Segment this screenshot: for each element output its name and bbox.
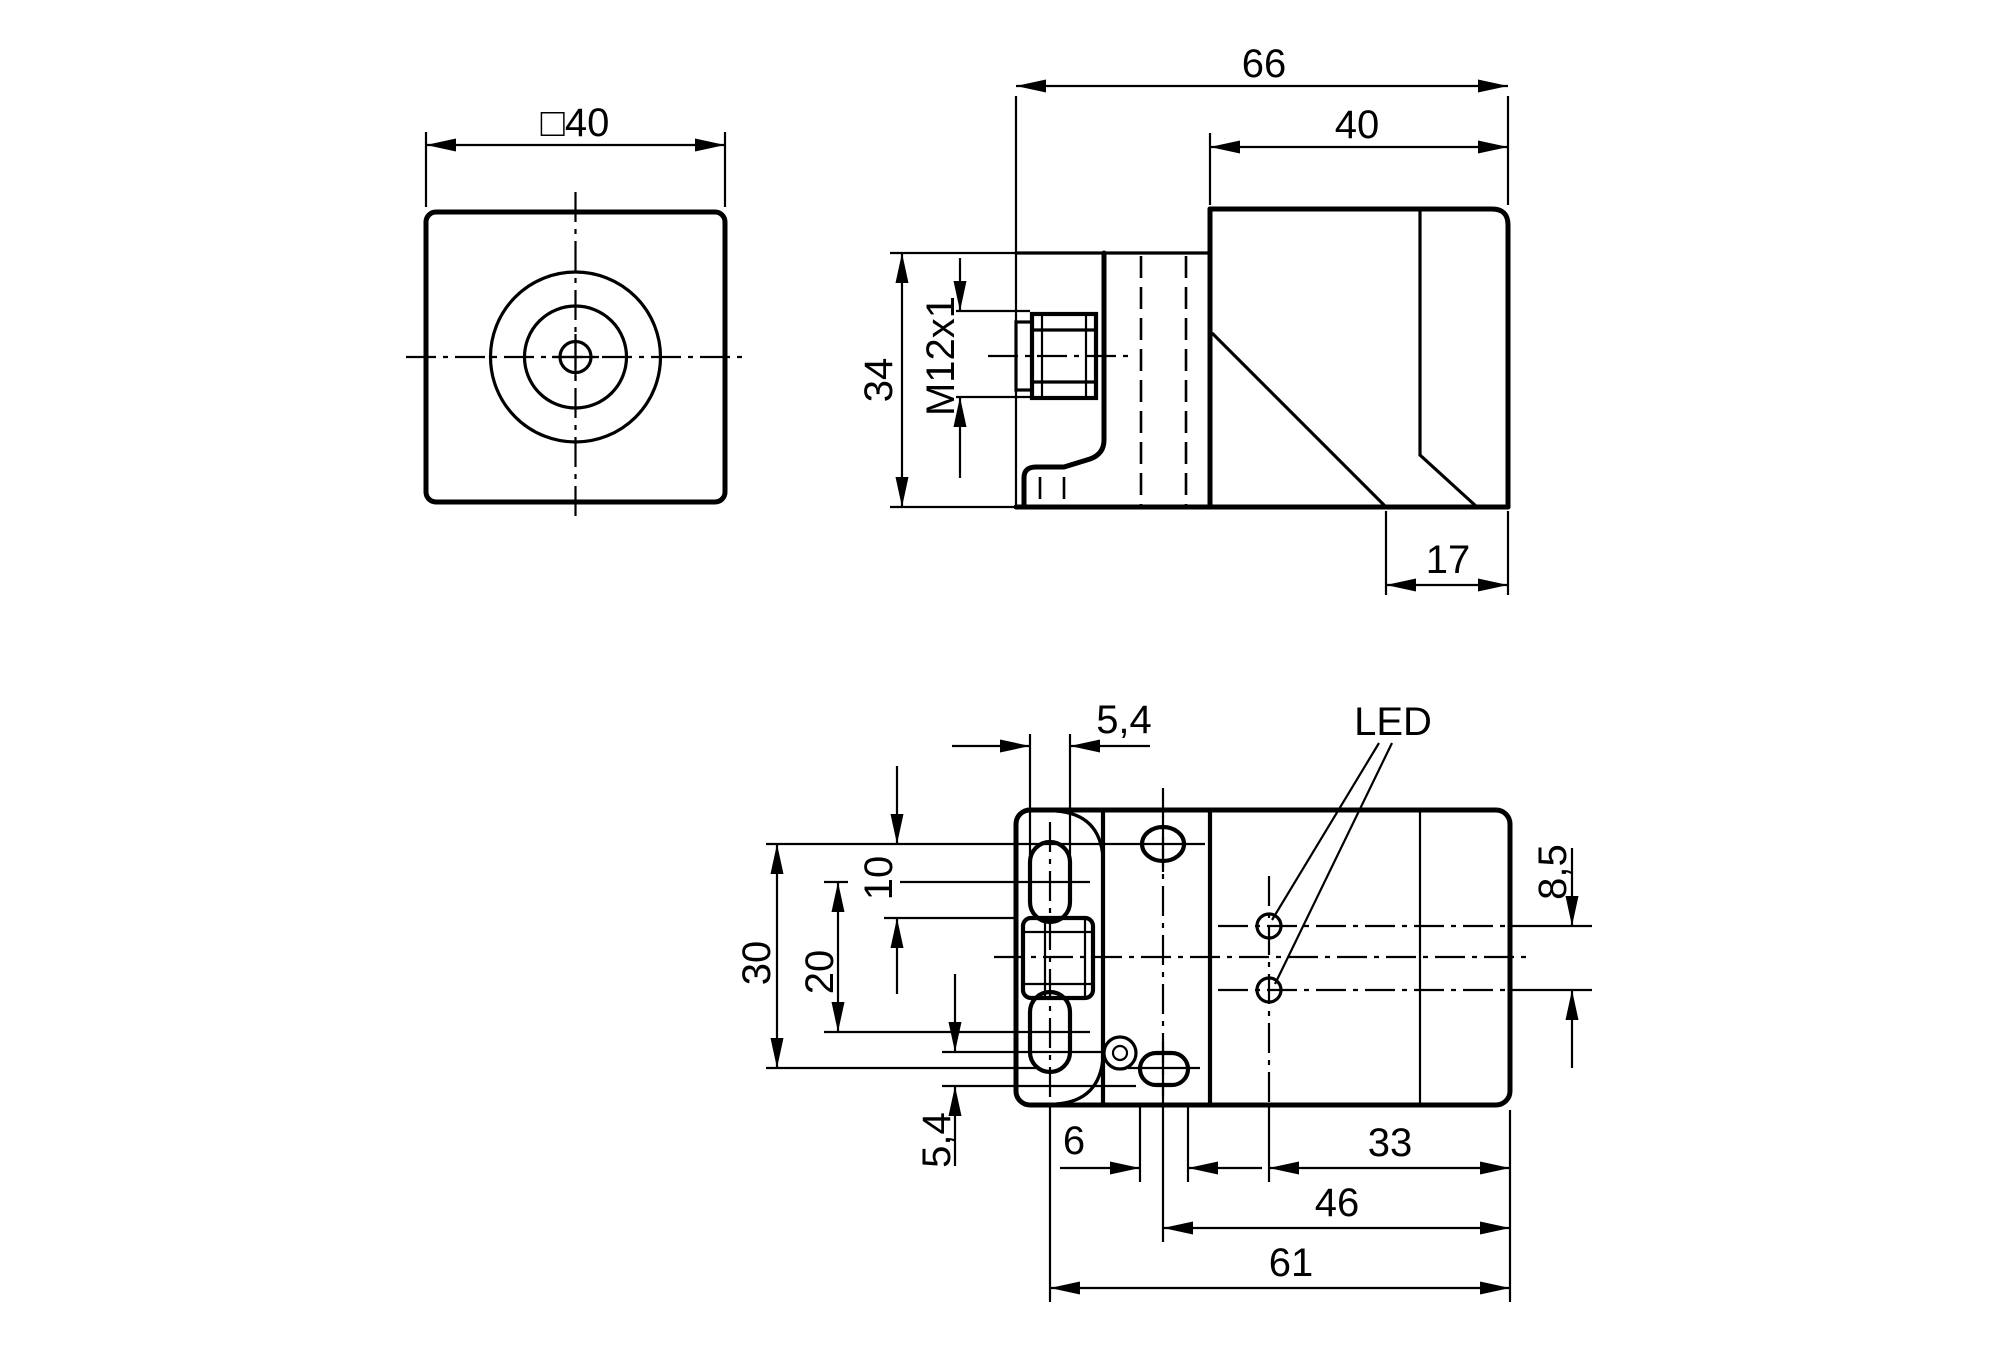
dim-label-5-4-top: 5,4 — [1096, 698, 1152, 742]
dim-20: 20 — [798, 882, 845, 1032]
dim-17: 17 — [1384, 511, 1510, 595]
dim-label-17: 17 — [1426, 538, 1471, 582]
dim-label-30: 30 — [735, 941, 779, 986]
front-view: □40 — [406, 101, 744, 522]
top-view-outline — [1013, 807, 1513, 1108]
flange-step-contour — [1021, 250, 1107, 510]
plate-inner-corner-top — [1055, 809, 1105, 859]
m12-connector-top — [1020, 915, 1096, 1001]
core-circle-middle — [522, 304, 629, 410]
dim-label-10: 10 — [857, 856, 901, 901]
led-leader-top — [1271, 742, 1380, 921]
dim-label-33: 33 — [1368, 1121, 1413, 1165]
m12-connector-side — [988, 311, 1128, 401]
dim-label-m12x1: M12x1 — [919, 296, 963, 416]
dim-m12x1: M12x1 — [919, 258, 1030, 478]
led-leader-bottom — [1274, 742, 1393, 985]
dim-label-66: 66 — [1242, 42, 1287, 86]
dim-66: 66 — [1016, 42, 1510, 205]
led-label: LED — [1354, 700, 1432, 744]
led-dot-bottom — [1255, 976, 1283, 1004]
led-indicators: LED — [1255, 700, 1432, 1004]
core-circle-outer — [488, 270, 663, 444]
body-inner-line — [1418, 209, 1479, 509]
dim-label-46: 46 — [1315, 1181, 1360, 1225]
led-dot-top — [1255, 912, 1283, 940]
front-housing-outline — [423, 209, 728, 505]
dim-label-square-40: □40 — [541, 101, 610, 145]
dim-label-61: 61 — [1269, 1241, 1314, 1285]
dim-label-6: 6 — [1063, 1119, 1085, 1163]
dim-6: 6 — [1060, 1119, 1262, 1175]
dim-30: 30 — [735, 844, 784, 1068]
connector-nut — [1029, 311, 1099, 401]
dim-61: 61 — [1050, 1241, 1510, 1295]
set-screw-inner — [1111, 1044, 1129, 1062]
dim-5-4-bottom: 5,4 — [915, 974, 1136, 1168]
dim-label-8-5: 8,5 — [1531, 844, 1575, 900]
dim-label-34: 34 — [857, 358, 901, 403]
side-view: 66 40 34 M12x1 17 — [857, 42, 1511, 595]
plate-inner-corner-bottom — [1055, 1056, 1105, 1106]
dim-square-40: □40 — [424, 101, 727, 207]
chamfer-diagonal — [1210, 331, 1387, 508]
dim-46: 46 — [1163, 1181, 1510, 1235]
body-outline — [1207, 206, 1511, 510]
dim-5-4-top: 5,4 — [952, 698, 1152, 858]
dim-label-20: 20 — [798, 950, 842, 995]
top-view: LED 5,4 30 20 10 — [735, 698, 1592, 1302]
dim-8-5: 8,5 — [1512, 844, 1592, 1068]
dim-label-40: 40 — [1335, 103, 1380, 147]
dim-10: 10 — [857, 766, 904, 994]
dim-label-5-4-bottom: 5,4 — [915, 1112, 959, 1168]
set-screw-outer — [1102, 1035, 1138, 1071]
dim-33: 33 — [1269, 1121, 1510, 1175]
dim-34: 34 — [857, 253, 909, 507]
dim-40: 40 — [1208, 103, 1508, 205]
